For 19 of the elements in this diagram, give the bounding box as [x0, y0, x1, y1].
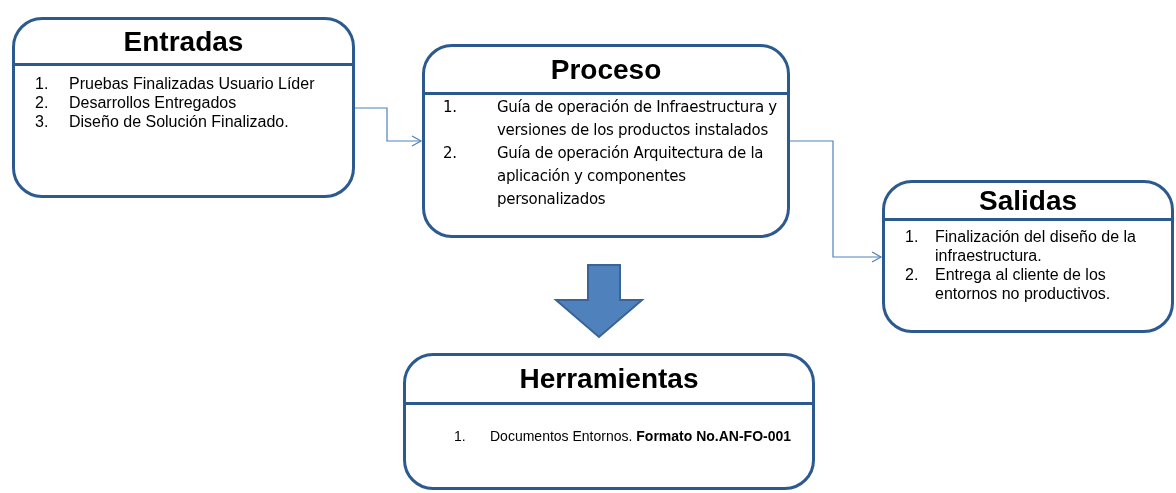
rounded-box: [882, 180, 1174, 333]
rounded-box: [422, 44, 790, 238]
connector-arrow: [789, 140, 882, 263]
list-item: 2. Entrega al cliente de los entornos no productivos.: [905, 265, 1112, 303]
block-arrow: [553, 264, 645, 339]
rounded-box: [403, 353, 815, 490]
list-item: 2. Guía de operación Arquitectura de la aplicación y componentes personalizados: [443, 143, 765, 210]
rounded-box: [12, 17, 355, 198]
list-item: 2. Desarrollos Entregados: [35, 93, 238, 112]
box-heading: Entradas: [123, 27, 244, 56]
list-item: 1. Guía de operación de Infraestructura y versiones de los productos instalados: [443, 97, 778, 141]
connector-arrow: [354, 107, 422, 147]
list-item: 3. Diseño de Solución Finalizado.: [35, 112, 290, 131]
box-heading: Proceso: [550, 55, 662, 84]
list-item: 1. Finalización del diseño de la infraestructura.: [905, 227, 1137, 265]
box-heading: Herramientas: [519, 365, 699, 393]
list-item: 1. Pruebas Finalizadas Usuario Líder: [35, 74, 316, 93]
box-heading: Salidas: [978, 186, 1078, 215]
list-item: 1. Documentos Entornos. Formato No.AN-FO-001: [454, 427, 792, 445]
